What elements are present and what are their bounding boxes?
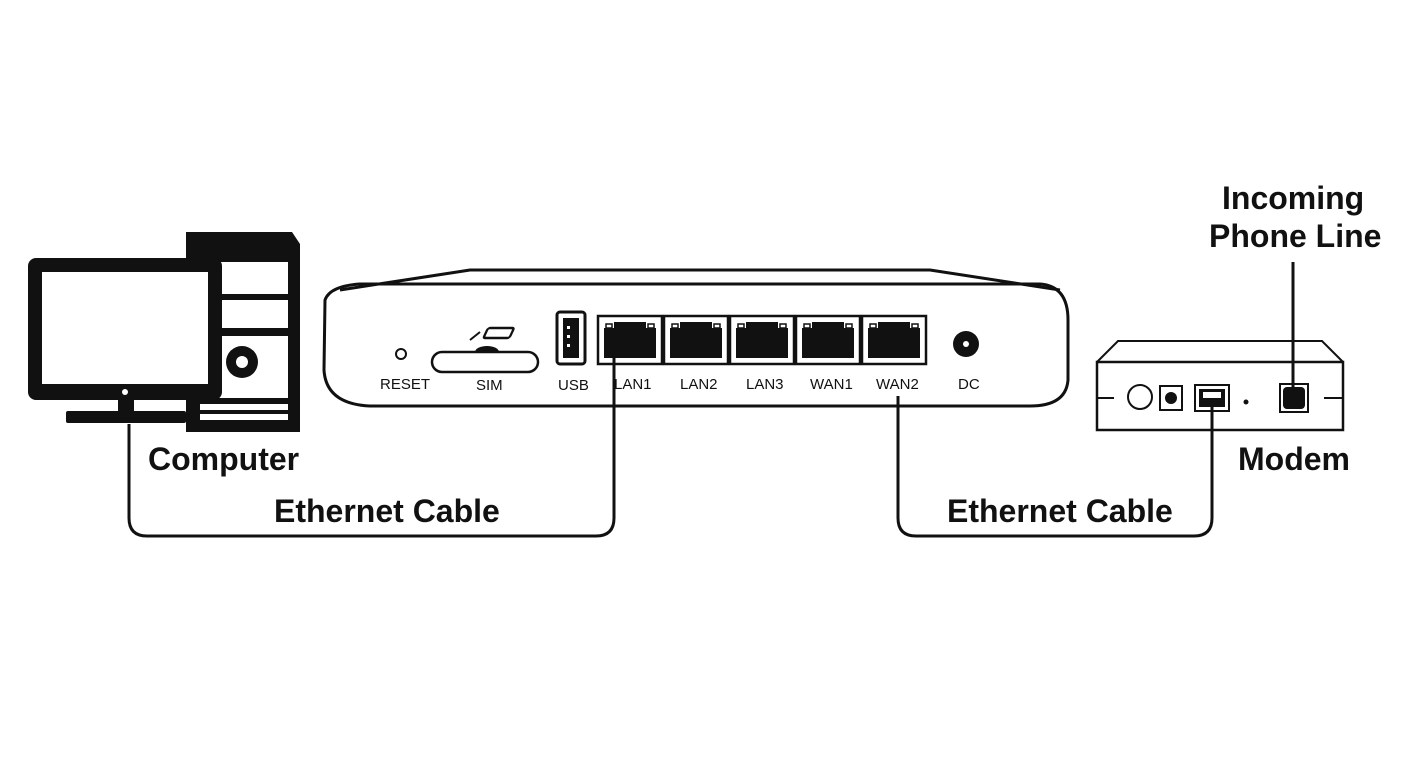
- reset-label: RESET: [380, 376, 430, 393]
- port-wan2: [860, 314, 928, 366]
- ethernet-cable-right: [896, 396, 1214, 538]
- desktop-computer-icon: [28, 232, 300, 432]
- sim-slot-icon: [430, 326, 540, 374]
- lan1-label: LAN1: [614, 376, 652, 393]
- dc-power-jack-icon: [953, 331, 979, 357]
- port-lan3: [728, 314, 796, 366]
- computer-monitor: [28, 258, 222, 423]
- incoming-line-label-2: Phone Line: [1209, 218, 1381, 254]
- wan1-label: WAN1: [810, 376, 853, 393]
- ethernet-cable-left: [127, 345, 616, 538]
- dc-label: DC: [958, 376, 980, 393]
- sim-label: SIM: [476, 377, 503, 394]
- incoming-line-label: Incoming Phone Line: [1209, 180, 1381, 254]
- usb-port-icon: [555, 310, 587, 366]
- ethernet-ports: [596, 314, 928, 366]
- lan2-label: LAN2: [680, 376, 718, 393]
- incoming-line-label-1: Incoming: [1222, 180, 1364, 216]
- modem-icon: [1095, 340, 1345, 432]
- computer-label: Computer: [148, 441, 299, 477]
- reset-hole-icon: [395, 348, 407, 360]
- ethernet-cable-left-label: Ethernet Cable: [274, 493, 500, 529]
- port-lan2: [662, 314, 730, 366]
- usb-label: USB: [558, 377, 589, 394]
- ethernet-cable-right-label: Ethernet Cable: [947, 493, 1173, 529]
- router-icon: RESET SIM USB: [322, 268, 1070, 408]
- modem-label: Modem: [1238, 441, 1350, 477]
- port-wan1: [794, 314, 862, 366]
- modem-power-button-icon: [1127, 384, 1153, 410]
- port-lan1: [596, 314, 664, 366]
- lan3-label: LAN3: [746, 376, 784, 393]
- wan2-label: WAN2: [876, 376, 919, 393]
